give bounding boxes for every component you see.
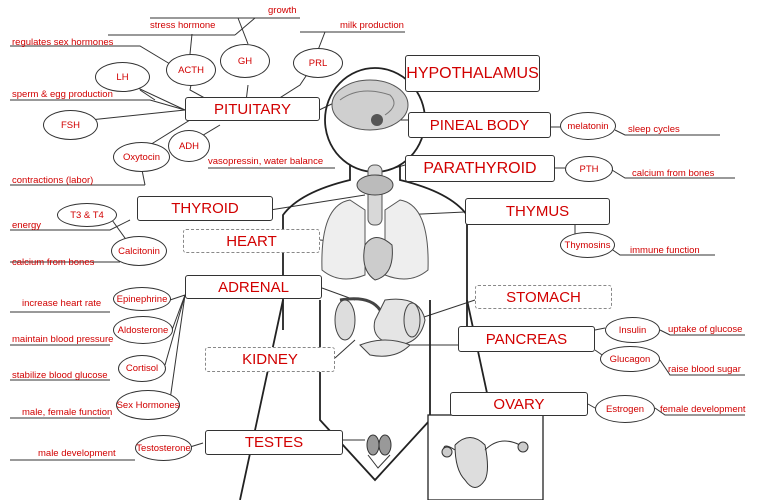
hormone-gh: GH — [220, 44, 270, 78]
hormone-sex-hormones: Sex Hormones — [116, 390, 180, 420]
brain-illustration — [332, 80, 408, 130]
function-male-development: male development — [38, 448, 116, 459]
hormone-adh: ADH — [168, 130, 210, 162]
hormone-t3-t4: T3 & T4 — [57, 203, 117, 227]
gland-ovary: OVARY — [450, 392, 588, 416]
gland-parathyroid: PARATHYROID — [405, 155, 555, 182]
gland-pituitary: PITUITARY — [185, 97, 320, 121]
hormone-glucagon: Glucagon — [600, 346, 660, 372]
hormone-pth: PTH — [565, 156, 613, 182]
hormone-cortisol: Cortisol — [118, 355, 166, 382]
gland-stomach: STOMACH — [475, 285, 612, 309]
function-raise-blood-sugar: raise blood sugar — [668, 364, 741, 375]
hormone-testosterone: Testosterone — [135, 435, 192, 461]
hormone-insulin: Insulin — [605, 317, 660, 343]
gland-thymus: THYMUS — [465, 198, 610, 225]
gland-pancreas: PANCREAS — [458, 326, 595, 352]
gland-thyroid: THYROID — [137, 196, 273, 221]
function-calcium-pth: calcium from bones — [632, 168, 714, 179]
hormone-fsh: FSH — [43, 110, 98, 140]
hormone-thymosins: Thymosins — [560, 232, 615, 258]
function-milk-production: milk production — [340, 20, 404, 31]
hormone-prl: PRL — [293, 48, 343, 78]
function-heart-rate: increase heart rate — [22, 298, 101, 309]
hormone-calcitonin: Calcitonin — [111, 236, 167, 266]
gland-kidney: KIDNEY — [205, 347, 335, 372]
function-immune: immune function — [630, 245, 700, 256]
function-vasopressin: vasopressin, water balance — [208, 156, 323, 167]
hormone-estrogen: Estrogen — [595, 395, 655, 423]
function-energy: energy — [12, 220, 41, 231]
function-female-development: female development — [660, 404, 746, 415]
function-uptake-glucose: uptake of glucose — [668, 324, 742, 335]
stomach-organs — [335, 299, 425, 357]
function-sleep-cycles: sleep cycles — [628, 124, 680, 135]
function-contractions: contractions (labor) — [12, 175, 93, 186]
function-blood-pressure: maintain blood pressure — [12, 334, 113, 345]
hormone-epinephrine: Epinephrine — [113, 287, 171, 311]
gland-hypothalamus: HYPOTHALAMUS — [405, 55, 540, 92]
function-growth: growth — [268, 5, 297, 16]
function-male-female: male, female function — [22, 407, 112, 418]
hormone-oxytocin: Oxytocin — [113, 142, 170, 172]
hormone-lh: LH — [95, 62, 150, 92]
hormone-acth: ACTH — [166, 54, 216, 86]
function-blood-glucose: stabilize blood glucose — [12, 370, 108, 381]
hormone-melatonin: melatonin — [560, 112, 616, 140]
gland-heart: HEART — [183, 229, 320, 253]
function-calcium-thyroid: calcium from bones — [12, 257, 94, 268]
hormone-aldosterone: Aldosterone — [113, 316, 173, 344]
function-regulates-sex-hormones: regulates sex hormones — [12, 37, 113, 48]
ovary-illustration-box — [428, 415, 543, 500]
gland-testes: TESTES — [205, 430, 343, 455]
function-sperm-egg-production: sperm & egg production — [12, 89, 113, 100]
gland-pineal-body: PINEAL BODY — [408, 112, 551, 138]
testes-illustration — [367, 435, 391, 468]
gland-adrenal: ADRENAL — [185, 275, 322, 299]
function-stress-hormone: stress hormone — [150, 20, 215, 31]
